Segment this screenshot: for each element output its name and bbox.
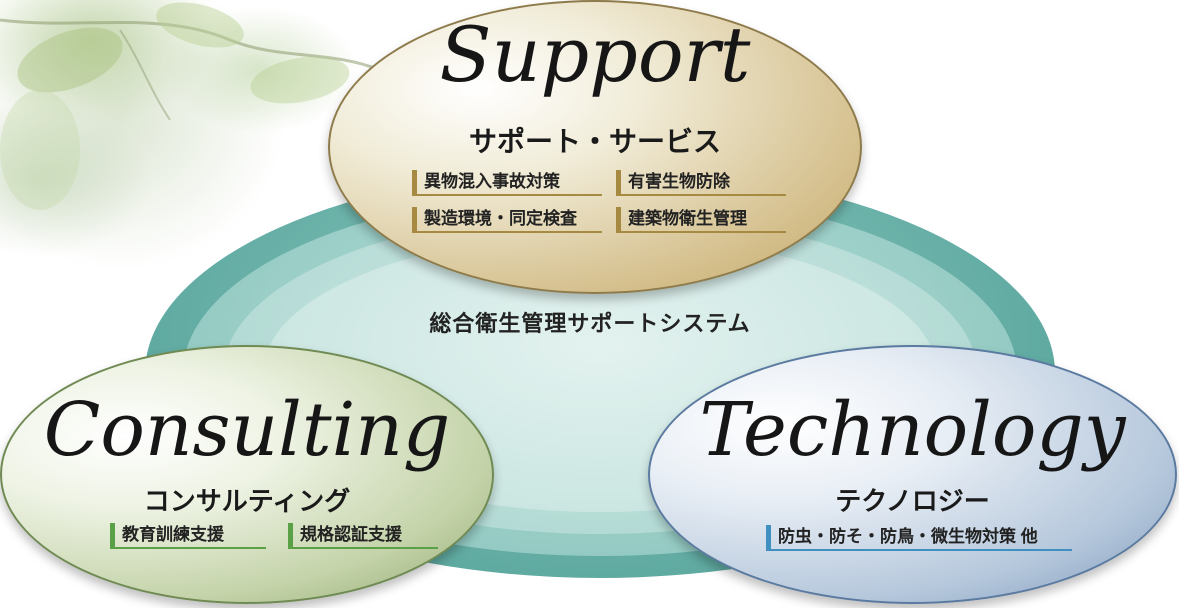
support-tag-4: 建築物衛生管理	[616, 205, 786, 233]
technology-tag-1: 防虫・防そ・防鳥・微生物対策 他	[766, 523, 1072, 551]
support-tag-3: 製造環境・同定検査	[412, 205, 602, 233]
support-tag-2: 有害生物防除	[616, 168, 786, 196]
consulting-heading-jp: コンサルティング	[143, 486, 351, 516]
consulting-heading-en: Consulting	[43, 387, 451, 473]
technology-bubble: Technology テクノロジー 防虫・防そ・防鳥・微生物対策 他	[648, 345, 1177, 604]
technology-heading-jp: テクノロジー	[835, 486, 990, 516]
support-heading-jp: サポート・サービス	[468, 126, 721, 157]
technology-heading-en: Technology	[699, 387, 1126, 473]
consulting-tag-2: 規格認証支援	[288, 521, 438, 549]
branch-icon	[0, 2, 381, 210]
support-bubble: Support サポート・サービス 異物混入事故対策 有害生物防除 製造環境・同…	[328, 0, 862, 294]
support-tag-1: 異物混入事故対策	[412, 168, 602, 196]
consulting-tag-1: 教育訓練支援	[110, 521, 266, 549]
center-title: 総合衛生管理サポートシステム	[429, 311, 751, 336]
support-heading-en: Support	[439, 10, 751, 99]
consulting-bubble: Consulting コンサルティング 教育訓練支援 規格認証支援	[0, 345, 494, 604]
